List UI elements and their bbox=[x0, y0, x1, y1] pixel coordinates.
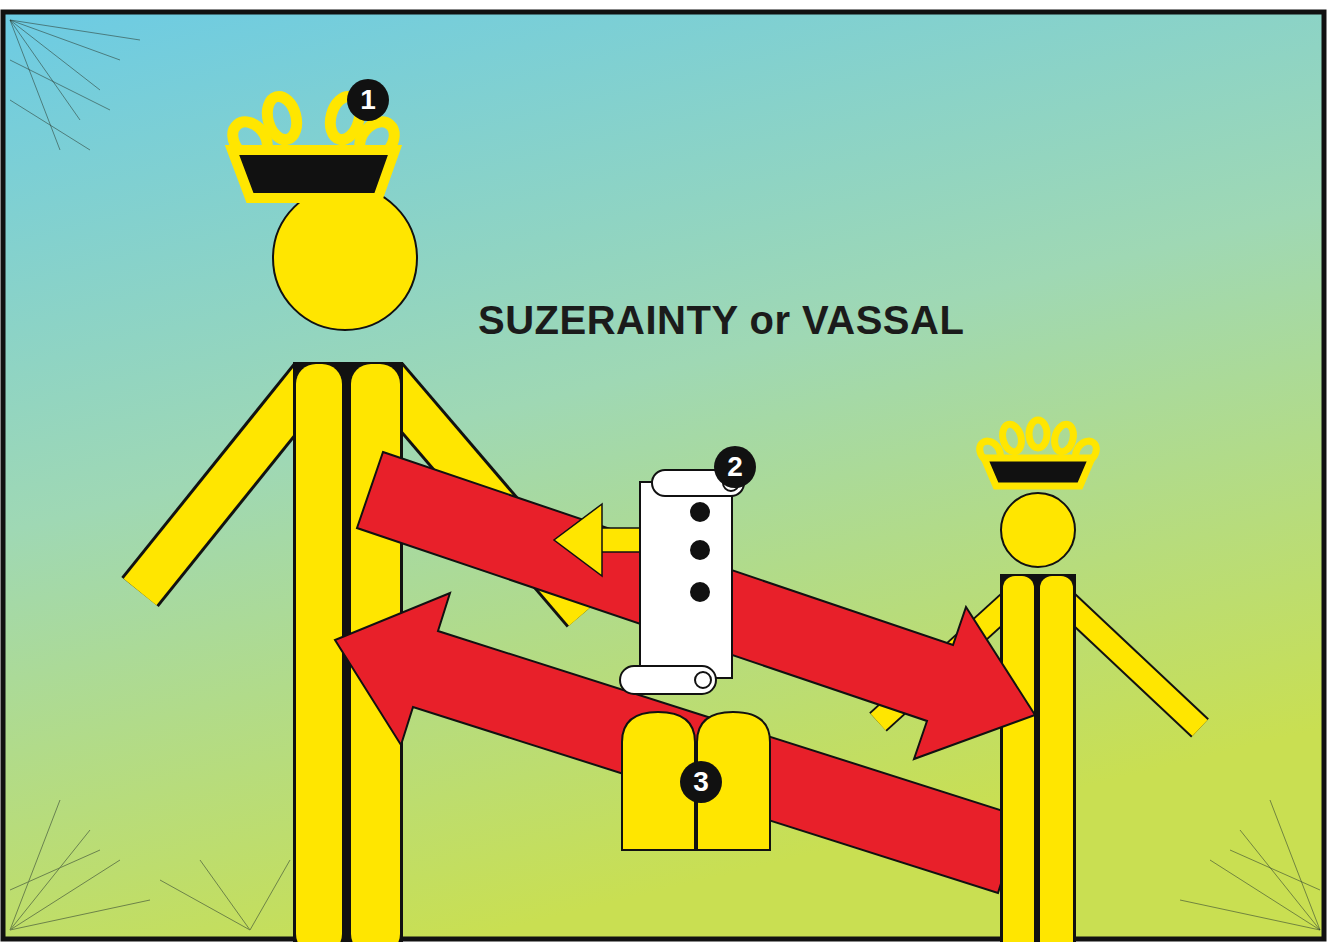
callout-number: 1 bbox=[347, 79, 389, 121]
callout-number: 3 bbox=[680, 761, 722, 803]
callout-number: 2 bbox=[714, 446, 756, 488]
law-tablets bbox=[622, 712, 770, 850]
corner-hatching bbox=[10, 20, 1320, 930]
diagram-title: SUZERAINTY or VASSAL bbox=[478, 298, 964, 343]
background bbox=[3, 12, 1324, 939]
scroll bbox=[620, 470, 744, 694]
red-arrow bbox=[357, 452, 1035, 759]
